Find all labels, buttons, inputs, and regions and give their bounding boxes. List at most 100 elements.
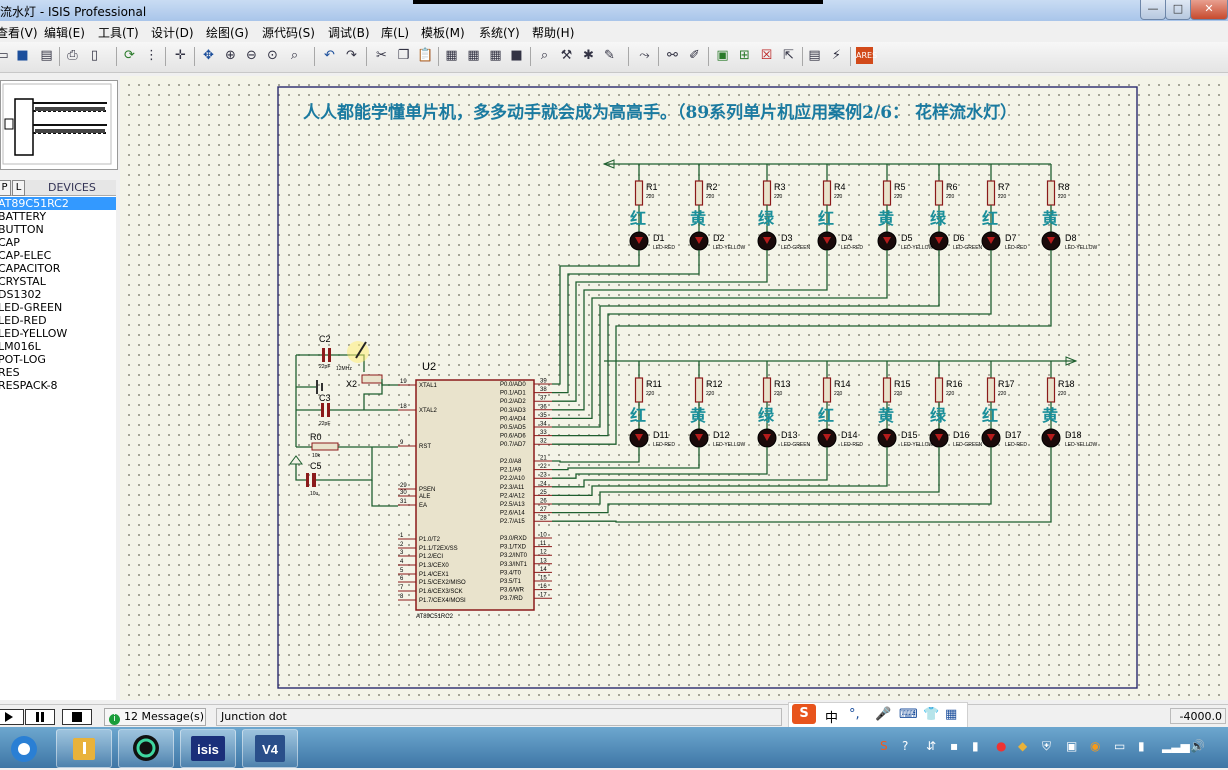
schematic-canvas[interactable]: 人人都能学懂单片机，多多动手就会成为高高手。（89系列单片机应用案例2/6： 花… [120,76,1228,700]
decompose-icon[interactable]: ✎ [604,48,615,63]
tray-shield-icon[interactable]: ⛨ [1042,739,1052,753]
origin-icon[interactable]: ✛ [175,48,186,63]
microphone-icon[interactable]: 🎤 [875,707,892,722]
menu-template[interactable]: 模板(M) [421,26,465,40]
refresh-icon[interactable]: ▯ [90,48,99,63]
tray-chat-icon[interactable]: ▣ [1066,739,1078,753]
toolbox-icon[interactable]: ▦ [945,707,958,722]
tray-battery-icon[interactable]: ▮ [1138,739,1145,753]
device-item[interactable]: BATTERY [0,210,47,223]
device-item[interactable]: LED-GREEN [0,301,63,314]
device-item[interactable]: CAP-ELEC [0,249,52,262]
minimize-button[interactable]: — [1140,0,1166,20]
property-assign-icon[interactable]: ✐ [689,48,700,63]
make-device-icon[interactable]: ⚒ [560,48,573,63]
device-item[interactable]: LED-RED [0,314,47,327]
bill-of-materials-icon[interactable]: ▤ [808,48,821,63]
pan-icon[interactable]: ✥ [203,48,214,63]
device-item[interactable]: POT-LOG [0,353,46,366]
maximize-button[interactable]: □ [1165,0,1191,20]
keyboard-icon[interactable]: ⌨ [899,707,918,722]
tray-security-icon[interactable]: ◆ [1018,739,1028,753]
netlist-ares-icon[interactable]: ARES [856,47,877,64]
electrical-rules-icon[interactable]: ⚡ [831,48,842,63]
remove-sheet-icon[interactable]: ⊞ [739,48,750,63]
block-copy-icon[interactable]: ▦ [445,48,458,63]
tray-app-icon[interactable]: ◉ [1090,739,1101,753]
device-item[interactable]: CAP [0,236,20,249]
zoom-in-icon[interactable]: ⊕ [225,48,236,63]
grid-icon[interactable]: ⋮ [145,48,158,63]
close-button[interactable]: ✕ [1190,0,1228,20]
pause-button[interactable] [25,709,55,725]
tray-record-icon[interactable]: ● [996,739,1007,753]
device-item[interactable]: CAPACITOR [0,262,61,275]
device-item[interactable]: CRYSTAL [0,275,46,288]
taskbar-keil-icon[interactable]: V4 [242,729,298,768]
tray-signal-icon[interactable]: ▂▃▅ [1162,739,1190,753]
punctuation-icon[interactable]: °, [849,707,860,722]
sogou-icon[interactable]: S [792,704,816,724]
menu-library[interactable]: 库(L) [381,26,410,40]
taskbar-app-icon[interactable] [118,729,174,768]
redo-icon[interactable]: ↷ [346,48,357,63]
tray-monitor-icon[interactable]: ▭ [1114,739,1126,753]
copy-icon[interactable]: ❐ [397,48,410,63]
menu-view[interactable]: 查看(V) [0,26,38,40]
device-item[interactable]: LM016L [0,340,41,353]
menu-design[interactable]: 设计(D) [151,26,194,40]
device-item[interactable]: LED-YELLOW [0,327,68,340]
open-icon[interactable]: ▭ [0,48,9,63]
save-icon[interactable]: ■ [16,48,29,63]
device-item[interactable]: DS1302 [0,288,42,301]
tray-usb-icon[interactable]: ▪ [950,739,959,753]
refresh-icon[interactable]: ⟳ [124,48,135,63]
new-sheet-icon[interactable]: ▣ [716,48,729,63]
overview-window[interactable] [0,80,118,170]
paste-icon[interactable]: 📋 [417,48,434,63]
device-list[interactable]: AT89C51RC2 BATTERY BUTTON CAP CAP-ELEC C… [0,196,116,700]
zoom-child-icon[interactable]: ⇱ [783,48,794,63]
tray-help-icon[interactable]: ? [902,739,909,753]
tray-network-icon[interactable]: ⇵ [926,739,937,753]
block-rotate-icon[interactable]: ▦ [489,48,502,63]
block-delete-icon[interactable]: ■ [510,48,523,63]
tray-volume-icon[interactable]: 🔊 [1190,739,1205,753]
undo-icon[interactable]: ↶ [324,48,335,63]
menu-source[interactable]: 源代码(S) [262,26,315,40]
taskbar-baidu-icon[interactable] [0,729,54,766]
pick-devices-button[interactable]: P [0,180,11,196]
library-manager-button[interactable]: L [12,180,25,196]
device-item[interactable]: BUTTON [0,223,44,236]
tray-flash-icon[interactable]: ▮ [972,739,979,753]
play-button[interactable] [0,709,24,725]
print-setup-icon[interactable]: ⎙ [67,48,78,63]
menu-graph[interactable]: 绘图(G) [206,26,249,40]
wire-autorouter-icon[interactable]: ⤳ [639,48,650,63]
tray-sogou-icon[interactable]: S [880,739,888,753]
search-tag-icon[interactable]: ⚯ [667,48,678,63]
zoom-all-icon[interactable]: ⊙ [267,48,278,63]
menu-help[interactable]: 帮助(H) [532,26,575,40]
menu-edit[interactable]: 编辑(E) [44,26,85,40]
menu-system[interactable]: 系统(Y) [479,26,520,40]
print-icon[interactable]: ▤ [40,48,53,63]
skin-icon[interactable]: 👕 [923,707,940,722]
device-item[interactable]: AT89C51RC2 [0,197,116,210]
pick-device-icon[interactable]: ⌕ [540,48,549,63]
zoom-area-icon[interactable]: ⌕ [290,48,299,63]
menu-debug[interactable]: 调试(B) [328,26,370,40]
block-move-icon[interactable]: ▦ [467,48,480,63]
zoom-out-icon[interactable]: ⊖ [246,48,257,63]
package-icon[interactable]: ✱ [583,48,594,63]
exit-parent-icon[interactable]: ☒ [760,48,773,63]
ime-mode[interactable]: 中 [825,711,839,726]
stop-button[interactable] [62,709,92,725]
device-item[interactable]: RES [0,366,20,379]
taskbar-folder-icon[interactable] [56,729,112,768]
taskbar-isis-icon[interactable]: isis [180,729,236,768]
cut-icon[interactable]: ✂ [376,48,387,63]
device-item[interactable]: RESPACK-8 [0,379,58,392]
menu-tools[interactable]: 工具(T) [98,26,139,40]
